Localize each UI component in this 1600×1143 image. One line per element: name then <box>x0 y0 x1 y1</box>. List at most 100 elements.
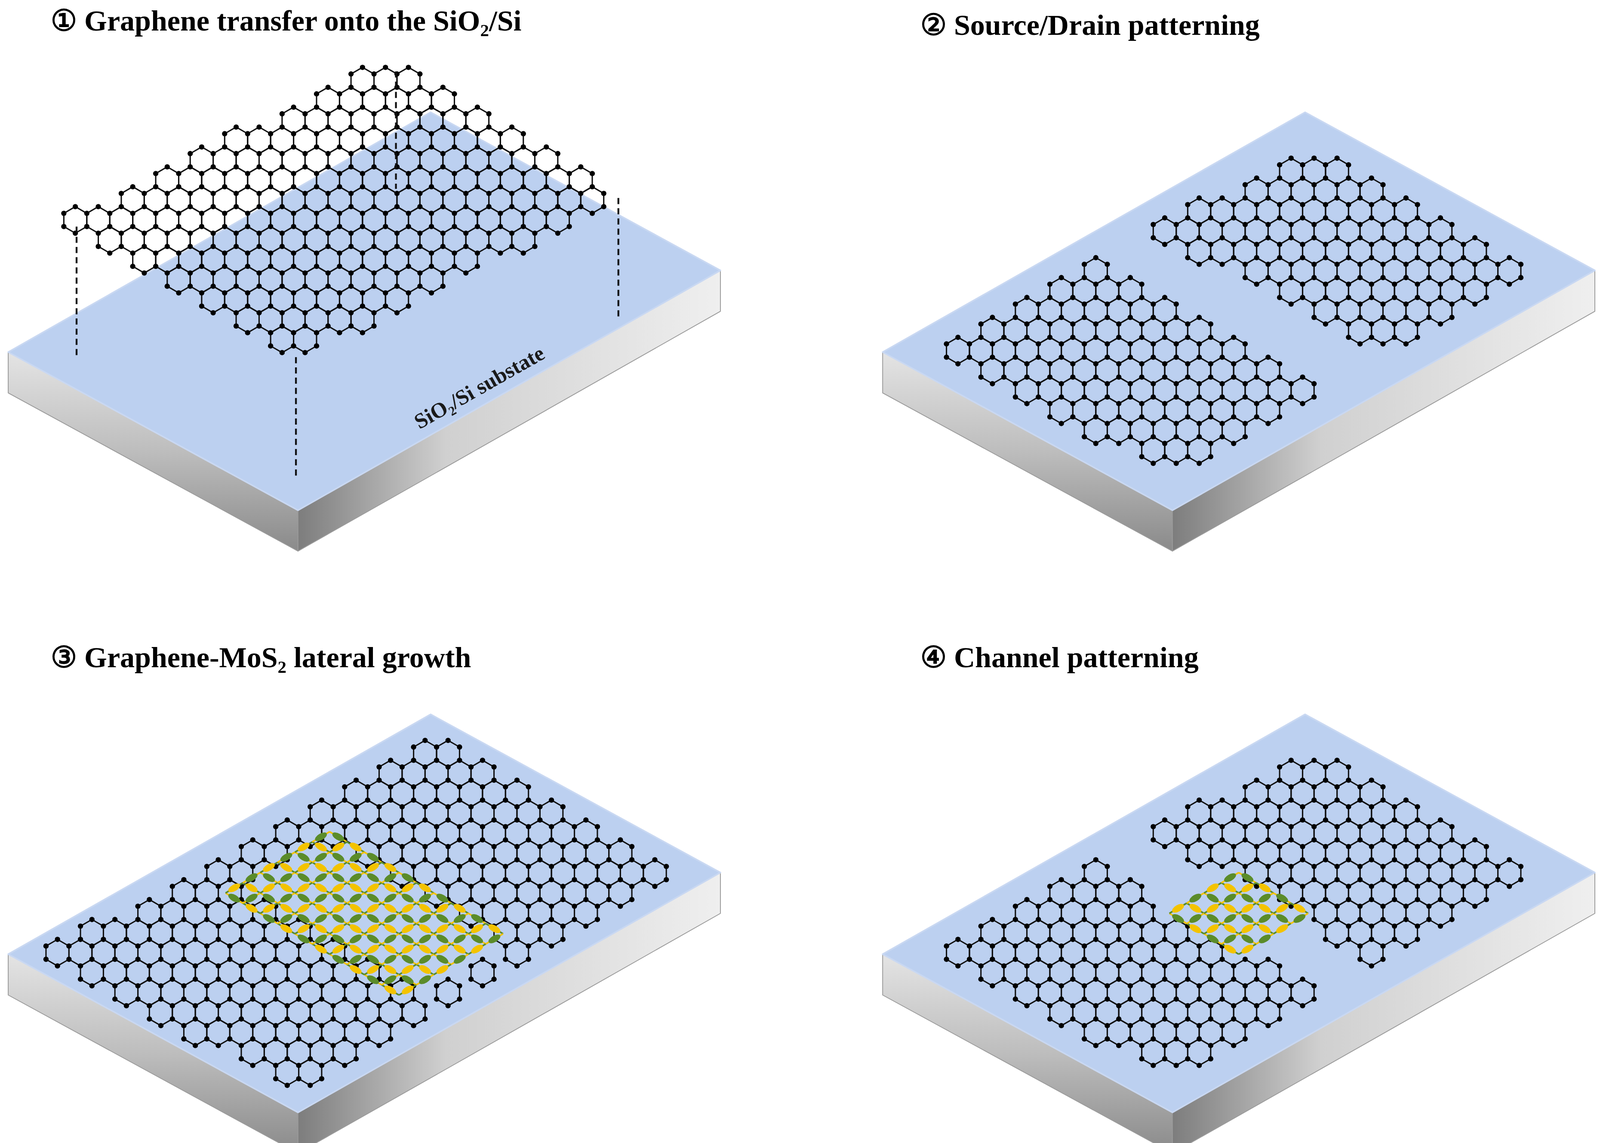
carbon-atom <box>256 243 262 250</box>
carbon-atom <box>233 150 239 157</box>
carbon-atom <box>663 863 669 869</box>
carbon-atom <box>1483 294 1490 300</box>
carbon-atom <box>256 270 262 276</box>
carbon-atom <box>1265 420 1271 426</box>
carbon-atom <box>336 303 342 309</box>
carbon-atom <box>537 843 543 850</box>
carbon-atom <box>227 982 233 988</box>
carbon-atom <box>555 150 561 157</box>
carbon-atom <box>1323 162 1329 168</box>
carbon-atom <box>325 243 331 250</box>
carbon-atom <box>1311 394 1317 400</box>
mos2-atom <box>382 922 398 935</box>
carbon-atom <box>526 797 532 803</box>
carbon-atom <box>199 250 205 256</box>
carbon-atom <box>210 164 216 170</box>
carbon-atom <box>245 263 251 269</box>
carbon-atom <box>204 956 210 962</box>
carbon-atom <box>290 290 296 296</box>
graphene-sheet <box>943 155 1524 467</box>
carbon-atom <box>1104 354 1110 360</box>
carbon-atom <box>313 144 320 150</box>
carbon-atom <box>1173 394 1179 400</box>
carbon-atom <box>319 1036 325 1042</box>
carbon-atom <box>199 303 205 309</box>
carbon-atom <box>215 976 221 982</box>
carbon-atom <box>1001 334 1007 340</box>
carbon-atom <box>348 190 354 196</box>
carbon-atom <box>486 150 492 157</box>
carbon-atom <box>1208 334 1214 340</box>
carbon-ring <box>981 356 1004 384</box>
carbon-ring <box>580 186 604 214</box>
carbon-atom <box>164 230 170 236</box>
carbon-atom <box>543 170 549 176</box>
carbon-atom <box>480 757 486 763</box>
carbon-atom <box>210 283 216 289</box>
carbon-atom <box>629 843 635 850</box>
carbon-atom <box>353 1042 359 1048</box>
carbon-atom <box>221 303 228 309</box>
carbon-atom <box>267 223 274 229</box>
carbon-atom <box>204 1022 210 1028</box>
carbon-atom <box>123 976 130 982</box>
carbon-atom <box>1403 274 1409 280</box>
carbon-atom <box>474 144 480 150</box>
carbon-atom <box>1380 301 1386 307</box>
carbon-atom <box>319 996 325 1002</box>
carbon-atom <box>514 803 520 810</box>
carbon-atom <box>486 203 492 210</box>
carbon-atom <box>123 936 130 942</box>
transfer-guide <box>394 71 397 189</box>
carbon-atom <box>302 243 308 250</box>
carbon-atom <box>360 184 366 190</box>
carbon-atom <box>141 203 147 210</box>
carbon-atom <box>164 243 170 250</box>
carbon-atom <box>456 876 462 883</box>
carbon-atom <box>433 744 440 750</box>
carbon-atom <box>256 150 262 157</box>
carbon-atom <box>341 982 348 988</box>
carbon-atom <box>1403 341 1409 347</box>
carbon-atom <box>428 250 434 256</box>
carbon-atom <box>1369 241 1375 247</box>
carbon-atom <box>360 329 366 336</box>
mos2-atom <box>365 922 381 935</box>
carbon-atom <box>1483 255 1490 261</box>
carbon-atom <box>290 223 296 229</box>
mos2-atom <box>244 891 259 905</box>
carbon-atom <box>267 250 274 256</box>
carbon-atom <box>451 210 457 216</box>
carbon-atom <box>543 223 549 229</box>
carbon-atom <box>256 164 262 170</box>
carbon-atom <box>1323 215 1329 221</box>
carbon-ring <box>298 1058 322 1086</box>
carbon-atom <box>204 916 210 922</box>
carbon-atom <box>279 190 285 196</box>
carbon-atom <box>1058 354 1064 360</box>
carbon-atom <box>1414 201 1420 207</box>
carbon-atom <box>233 310 239 316</box>
carbon-atom <box>1138 400 1145 407</box>
carbon-atom <box>221 131 228 137</box>
carbon-atom <box>250 916 256 922</box>
carbon-atom <box>474 210 480 216</box>
carbon-atom <box>1173 235 1179 241</box>
carbon-atom <box>1288 181 1294 188</box>
carbon-atom <box>578 203 584 210</box>
carbon-atom <box>141 190 147 196</box>
carbon-atom <box>1138 361 1145 367</box>
carbon-atom <box>250 956 256 962</box>
carbon-atom <box>1311 314 1317 320</box>
carbon-atom <box>1311 235 1317 241</box>
carbon-atom <box>629 896 635 902</box>
carbon-atom <box>1345 294 1351 300</box>
carbon-ring <box>63 206 87 234</box>
carbon-atom <box>428 91 434 97</box>
carbon-atom <box>387 1036 394 1042</box>
carbon-atom <box>474 263 480 269</box>
carbon-atom <box>394 203 400 210</box>
carbon-atom <box>210 243 216 250</box>
carbon-atom <box>158 943 164 949</box>
carbon-atom <box>1449 301 1455 307</box>
